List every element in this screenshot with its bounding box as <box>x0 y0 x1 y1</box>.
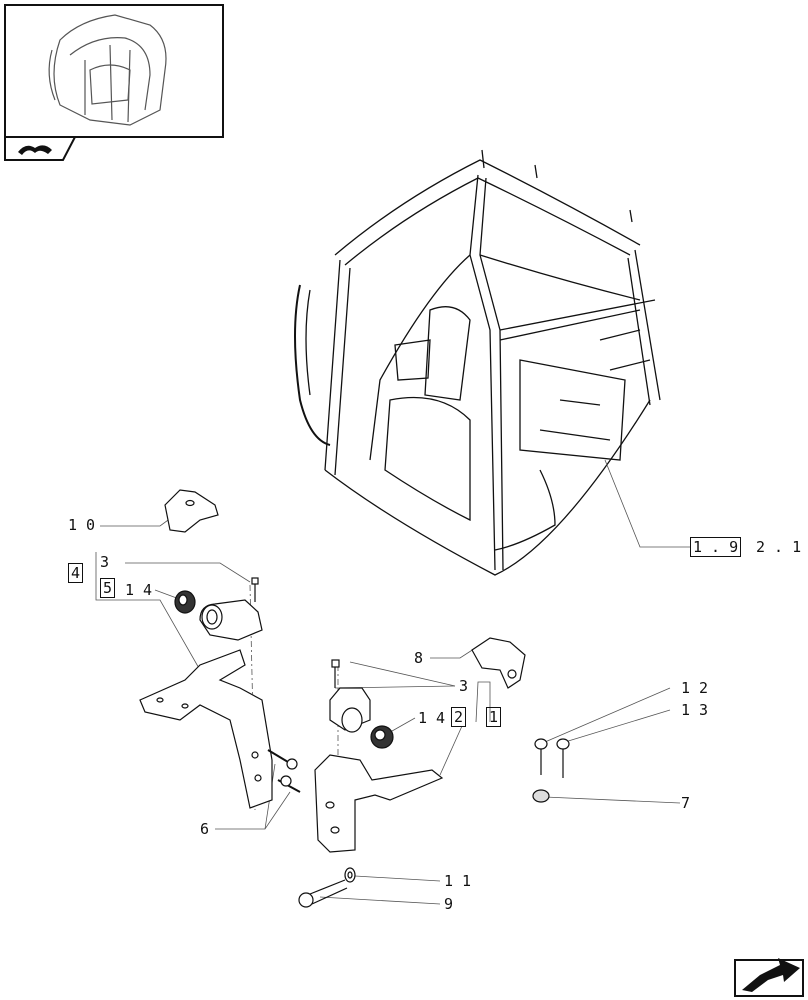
callout-9: 9 <box>444 895 454 913</box>
thumbnail-panel[interactable] <box>4 4 224 138</box>
cab-frame-thumbnail <box>48 14 167 126</box>
mount-bushing-14-right <box>370 725 394 749</box>
parts <box>139 489 570 908</box>
mount-bushing-14-left <box>174 590 196 614</box>
callout-14-right: 1 4 <box>418 709 446 727</box>
bolt-13 <box>556 738 570 778</box>
bracket-8 <box>471 637 526 689</box>
callout-2: 2 <box>451 707 467 727</box>
open-book-icon[interactable] <box>4 136 77 161</box>
bolt-3-right <box>331 659 340 688</box>
callout-7: 7 <box>681 794 691 812</box>
callout-8: 8 <box>414 649 424 667</box>
callout-5: 5 <box>100 578 116 598</box>
washer-11 <box>344 867 356 883</box>
support-bracket-right <box>314 754 444 853</box>
reference-section-label[interactable]: 1 . 9 <box>690 537 742 557</box>
callout-11: 1 1 <box>444 872 472 890</box>
callout-13: 1 3 <box>681 701 709 719</box>
bolt-9 <box>298 879 348 908</box>
callout-4: 4 <box>68 563 84 583</box>
callout-6: 6 <box>200 820 210 838</box>
bolt-6-pair <box>267 749 301 793</box>
support-bracket-left <box>139 649 273 809</box>
mount-block-right <box>329 687 371 733</box>
callout-10: 1 0 <box>68 516 96 534</box>
cab-frame-assembly <box>294 149 661 576</box>
mount-bracket-left <box>199 599 263 641</box>
callout-1: 1 <box>486 707 502 727</box>
bracket-10 <box>164 489 219 533</box>
bolt-3-left <box>251 577 259 602</box>
nut-7 <box>532 789 550 803</box>
reference-subsection-label: 2 . 1 <box>756 538 802 556</box>
callout-3-left: 3 <box>100 553 110 571</box>
bolt-12 <box>534 738 548 775</box>
callout-3-right: 3 <box>459 677 469 695</box>
next-page-arrow-icon[interactable] <box>734 958 804 997</box>
callout-12: 1 2 <box>681 679 709 697</box>
callout-14-left: 1 4 <box>125 581 153 599</box>
